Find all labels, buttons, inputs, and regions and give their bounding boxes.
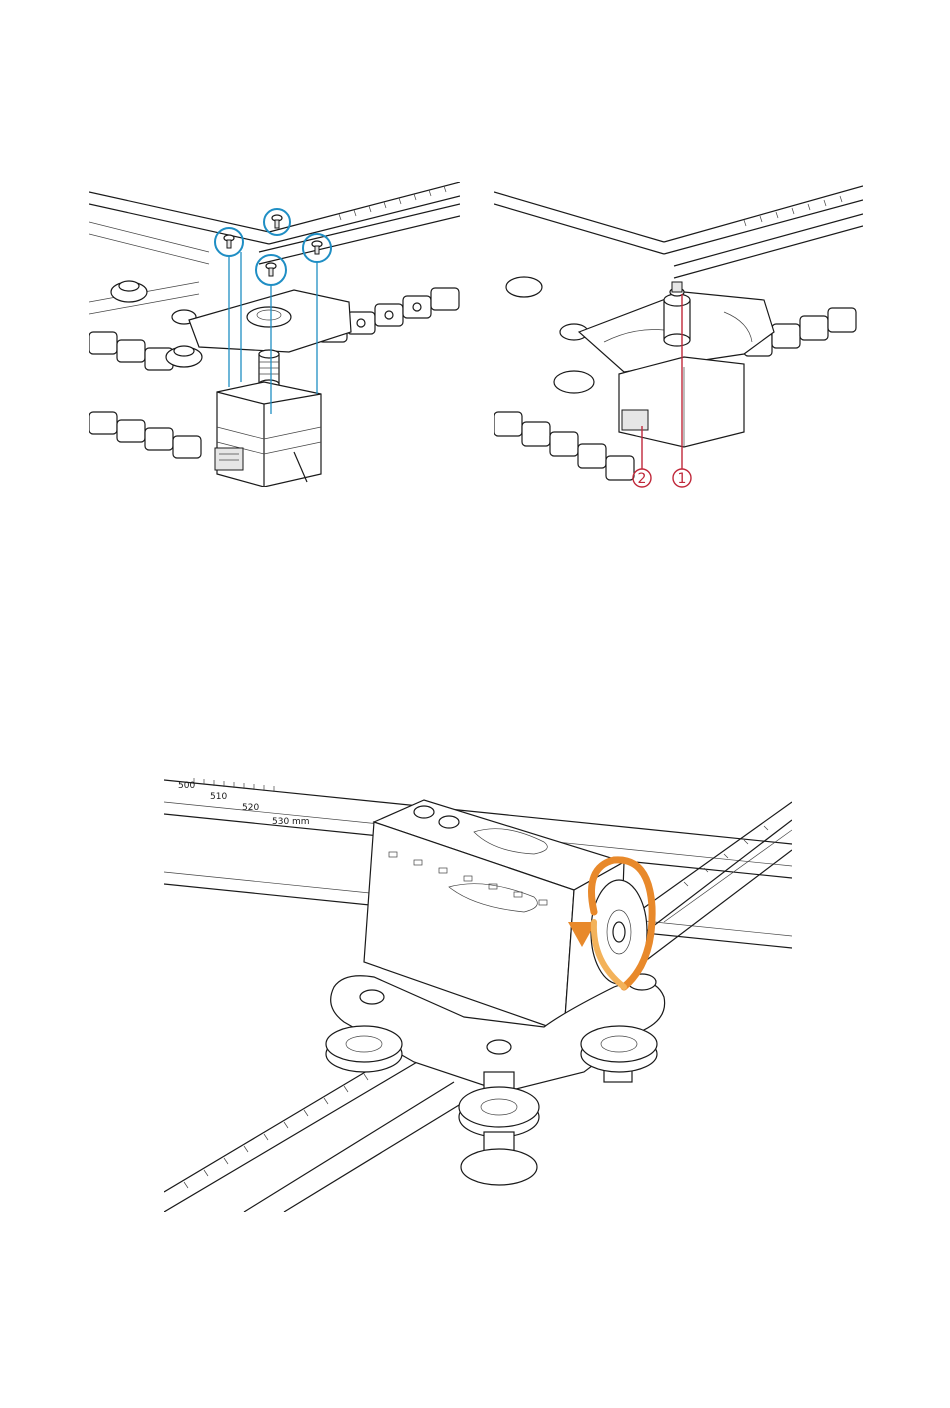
figure-screw-install (89, 182, 460, 487)
pulley (664, 282, 690, 346)
ruler-label-510: 510 (210, 792, 227, 802)
ruler-bottom-ticks (184, 1074, 368, 1188)
v-wheel-left (326, 1026, 402, 1072)
screw-icon (224, 235, 234, 248)
screw-icon (272, 215, 282, 228)
v-wheel-right (581, 1026, 657, 1082)
wheel-assembly (506, 277, 594, 393)
screw-icons (224, 215, 322, 276)
stepper-motor (215, 382, 321, 487)
figure-rotate-wheel: 500 510 520 530 mm (164, 772, 792, 1212)
v-wheel-center (459, 1072, 539, 1185)
drag-chain-left (494, 412, 634, 480)
callout-1-label: 1 (678, 471, 687, 487)
ruler-label-520: 520 (242, 803, 259, 813)
ruler-ticks (744, 196, 842, 226)
ruler-label-500: 500 (178, 781, 195, 791)
ruler-label-530: 530 mm (272, 817, 310, 827)
screw-icon (266, 263, 276, 276)
screw-icon (312, 241, 322, 254)
figure-motor-callouts: 1 2 (494, 182, 863, 507)
callout-2-label: 2 (638, 471, 647, 487)
rail-left (89, 222, 209, 314)
rail-top (494, 186, 863, 278)
